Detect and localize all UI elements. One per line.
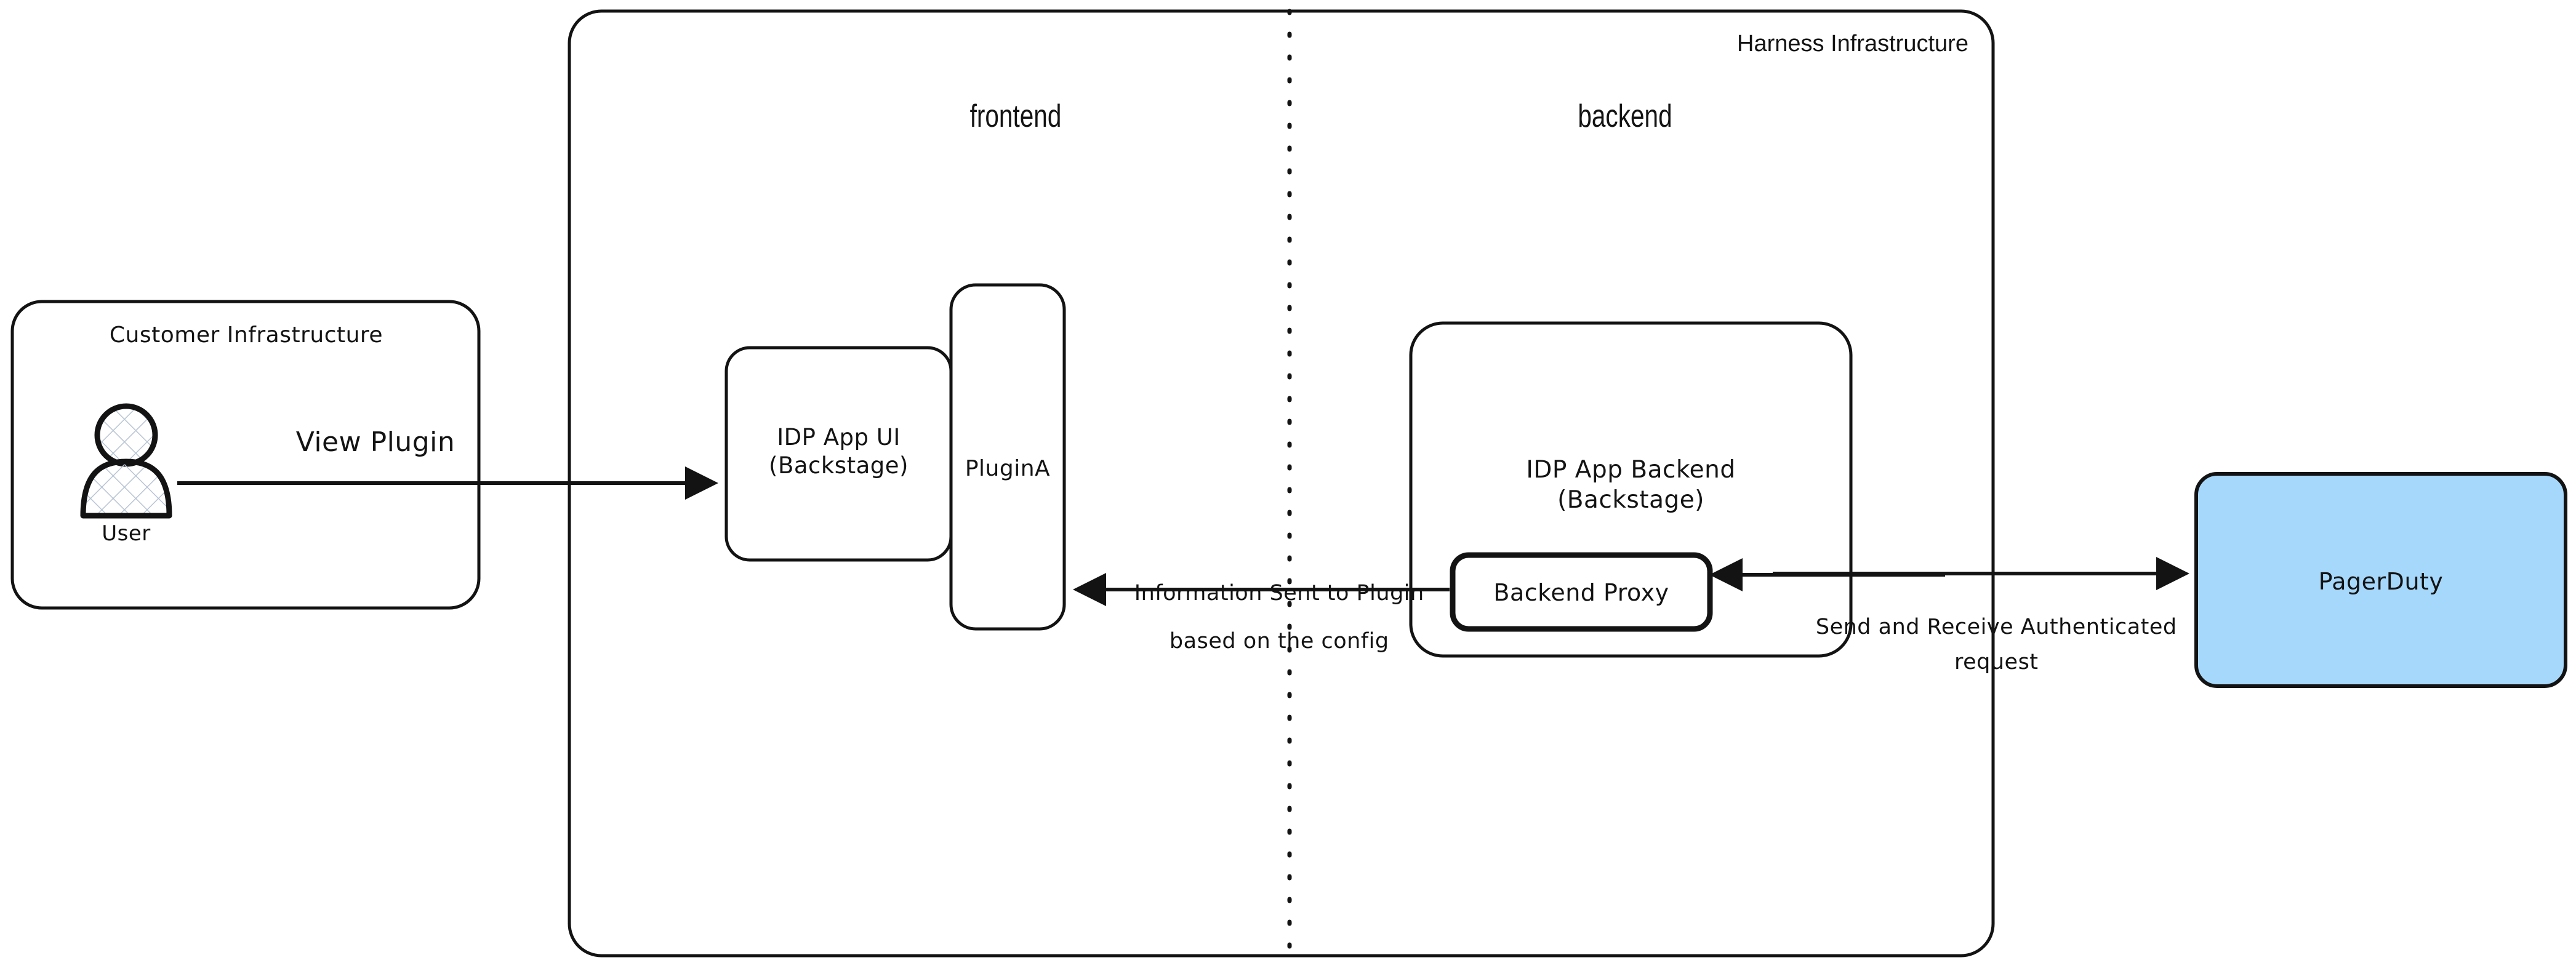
- idp-app-ui-label-line2: (Backstage): [769, 452, 909, 479]
- user-actor-glyph: [80, 403, 172, 519]
- plugin-a-rect: [949, 283, 1066, 631]
- customer-infrastructure-boundary: [10, 300, 481, 610]
- idp-app-backend-label-line1: IDP App Backend: [1526, 456, 1736, 484]
- node-plugin-a-shape: [949, 283, 1066, 631]
- node-label-idp-app-backend: IDP App Backend (Backstage): [1411, 455, 1851, 516]
- edge-backend-proxy-to-pagerduty: [1709, 557, 2189, 591]
- container-customer-infrastructure: [10, 300, 481, 610]
- pagerduty-rect: [2194, 472, 2567, 688]
- node-pagerduty-shape: [2194, 472, 2567, 688]
- idp-app-ui-label-line1: IDP App UI: [777, 424, 901, 450]
- node-label-idp-app-ui: IDP App UI (Backstage): [726, 423, 951, 481]
- backend-proxy-rect: [1450, 552, 1713, 632]
- idp-app-backend-label-line2: (Backstage): [1557, 486, 1704, 514]
- node-backend-proxy-shape: [1450, 552, 1713, 632]
